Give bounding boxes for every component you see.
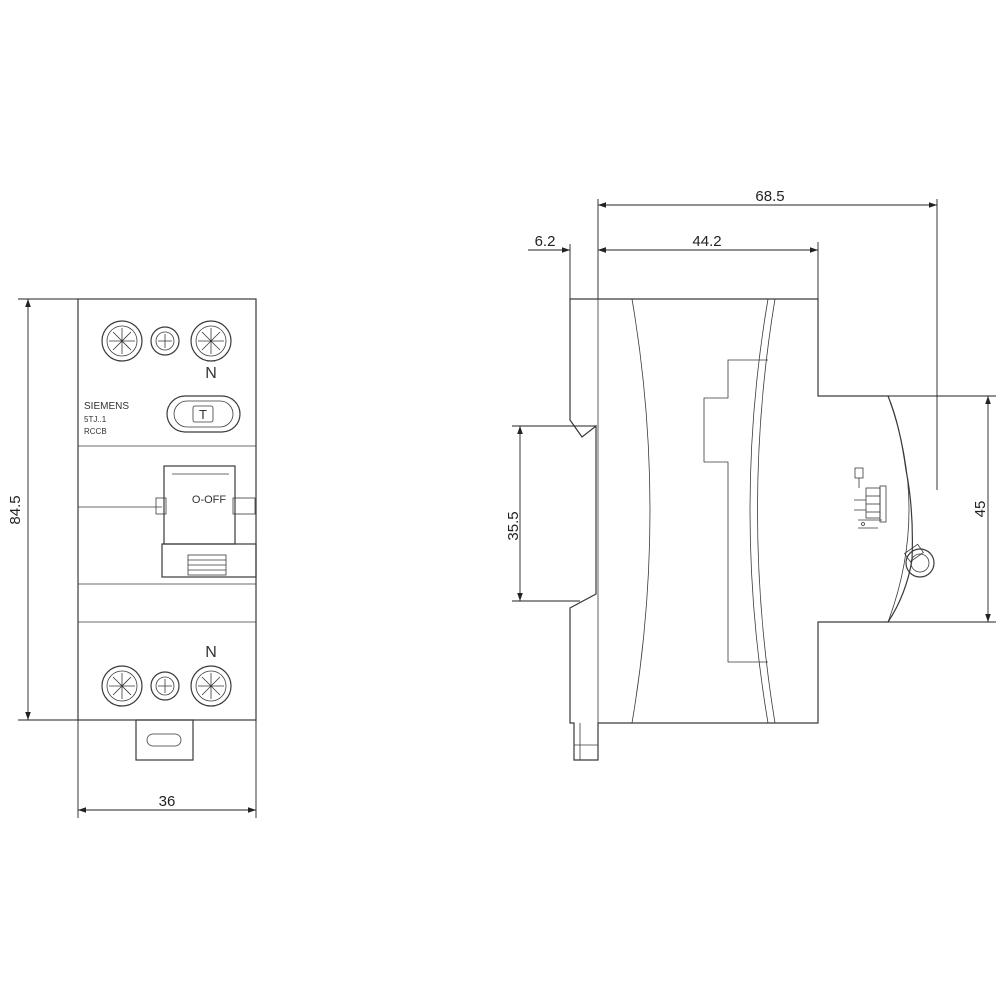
brand-label: SIEMENS: [84, 401, 129, 412]
bottom-terminal-neutral: [190, 665, 232, 707]
dim-height-value: 84.5: [7, 495, 24, 524]
top-terminal-left: [101, 320, 143, 362]
side-mechanism-detail: [854, 467, 887, 529]
dim-front-depth-value: 44.2: [692, 233, 721, 250]
neutral-bottom-label: N: [205, 644, 217, 661]
dim-front-depth: 44.2: [598, 233, 819, 299]
dim-width: 36: [77, 720, 257, 818]
dim-rail-offset: 6.2: [528, 233, 620, 299]
din-rail-clip: [135, 719, 194, 761]
dim-height: 84.5: [7, 298, 78, 721]
top-terminal-center: [150, 326, 180, 356]
test-button[interactable]: T: [166, 395, 241, 433]
dim-rail-height: 35.5: [505, 425, 596, 602]
dim-front-height-value: 45: [972, 501, 989, 518]
side-body-outline: [569, 298, 913, 761]
dim-width-value: 36: [159, 793, 176, 810]
dim-rail-height-value: 35.5: [505, 511, 522, 540]
top-terminal-neutral: [190, 320, 232, 362]
dim-total-depth: 68.5: [597, 188, 938, 490]
dim-rail-offset-value: 6.2: [535, 233, 556, 250]
front-view: N SIEMENS 5TJ..1 RCCB T O-OFF N: [7, 298, 257, 818]
neutral-top-label: N: [205, 365, 217, 382]
bottom-terminal-center: [150, 671, 180, 701]
side-terminal: [904, 543, 935, 578]
bottom-terminal-left: [101, 665, 143, 707]
dim-total-depth-value: 68.5: [755, 188, 784, 205]
front-body-outline: [77, 298, 257, 721]
test-button-label: T: [199, 407, 207, 422]
type-label: RCCB: [84, 427, 107, 436]
side-view: 68.5 44.2 6.2 35.5 45: [505, 188, 996, 761]
switch-label: O-OFF: [192, 494, 226, 506]
model-label: 5TJ..1: [84, 415, 107, 424]
dim-front-height: 45: [888, 395, 996, 623]
switch-lever[interactable]: O-OFF: [155, 465, 257, 578]
